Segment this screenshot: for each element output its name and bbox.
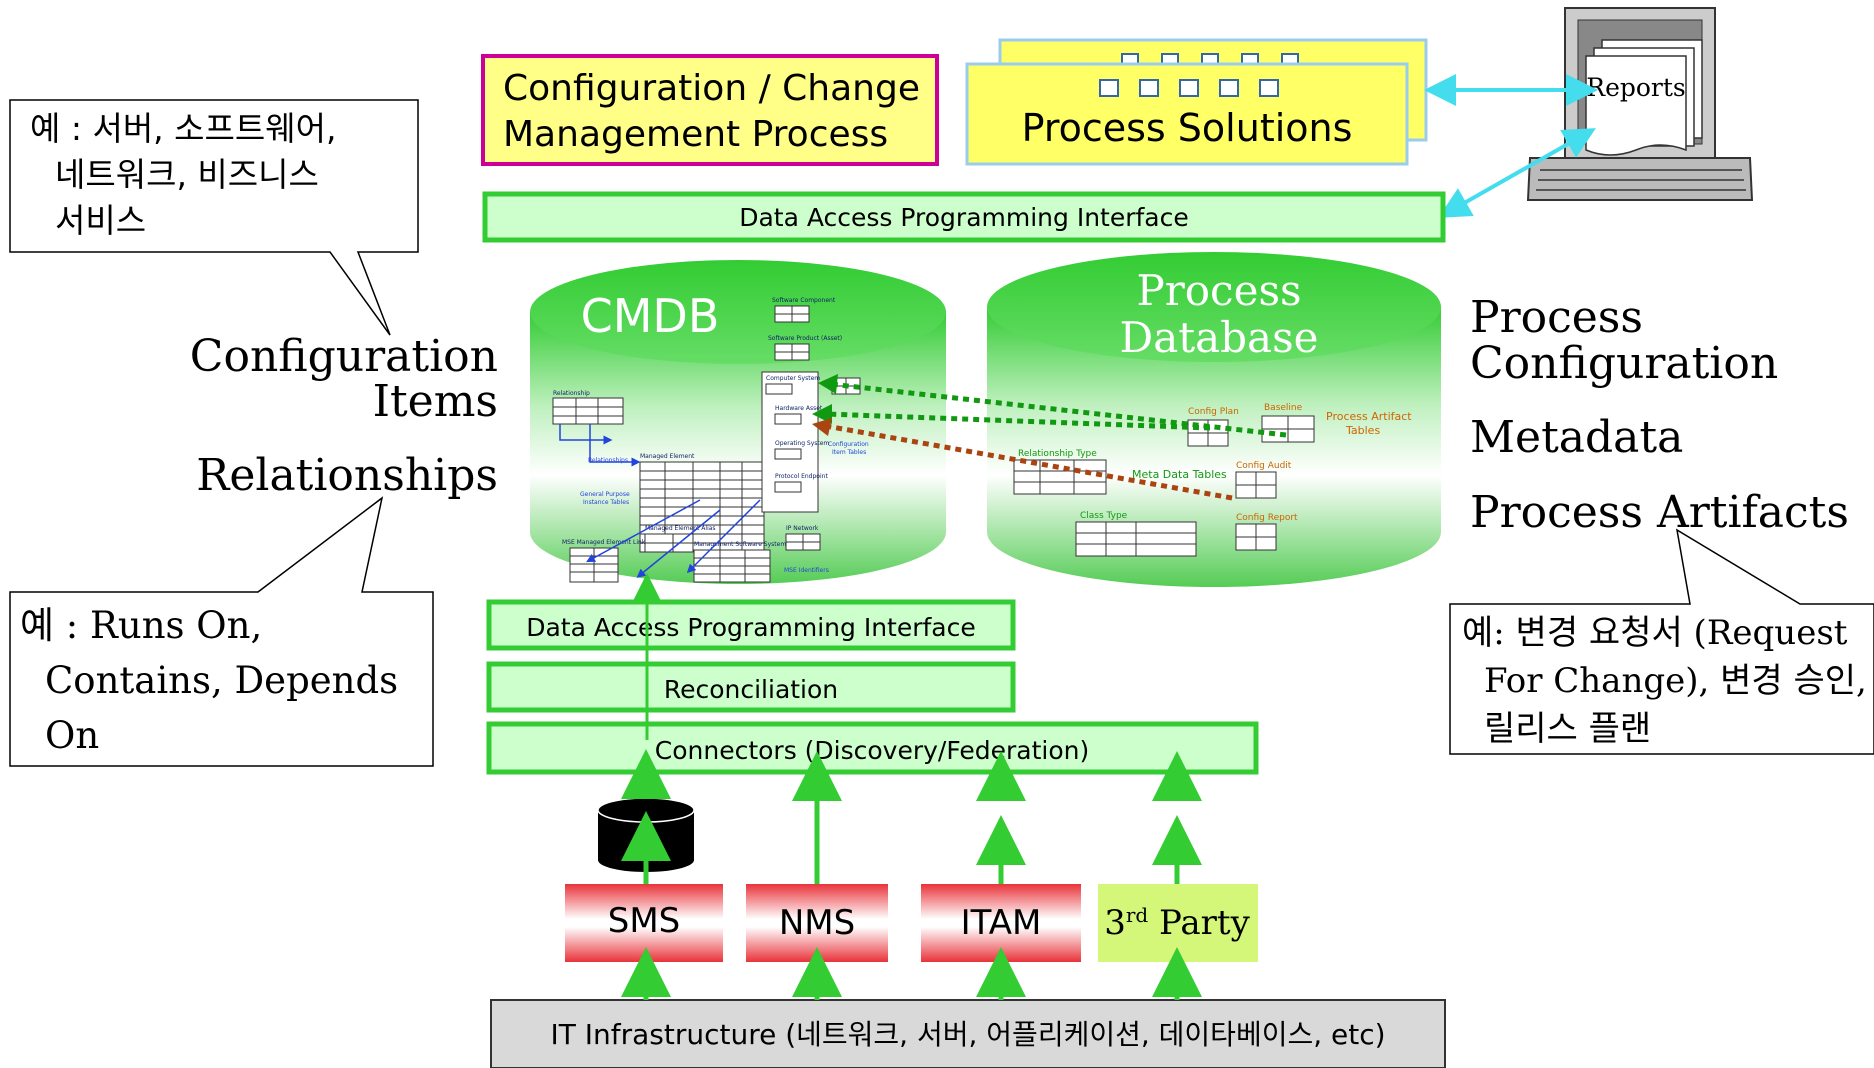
pdb-label: Config Plan [1188, 407, 1239, 417]
label-process-artifacts: Process Artifacts [1470, 487, 1849, 538]
dapi-bottom-label: Data Access Programming Interface [526, 613, 976, 642]
label-metadata: Metadata [1470, 412, 1683, 463]
callout-examples-items: 예 : 서버, 소프트웨어, 네트워크, 비즈니스 서비스 [9, 99, 419, 336]
cmdb-label: Operating System [775, 440, 829, 447]
pdb-label: Config Report [1236, 513, 1298, 523]
cmdb-label: Configuration [828, 441, 869, 448]
callout-examples-relationships: 예 : Runs On, Contains, Depends On [9, 496, 434, 767]
itam-box: ITAM [921, 884, 1081, 962]
third-party-rest: Party [1148, 903, 1250, 943]
window-icon [1099, 79, 1119, 97]
callout-items-line2: 네트워크, 비즈니스 [55, 155, 319, 194]
cmdb-label: Hardware Asset [775, 405, 823, 412]
cmdb-label: MSE Managed Element Link [562, 539, 646, 546]
callout-items-line3: 서비스 [55, 201, 146, 240]
window-icon [1219, 79, 1239, 97]
cmdb-label: Software Product (Asset) [768, 335, 842, 342]
dotted-arrowhead [812, 418, 832, 436]
pdb-label: Meta Data Tables [1132, 468, 1227, 481]
label-process: Process [1470, 292, 1643, 343]
cmdb-label: Instance Tables [583, 499, 629, 506]
process-db-title-line1: Process [1136, 266, 1301, 315]
pdb-label: Process Artifact [1326, 410, 1412, 423]
pdb-label: Relationship Type [1018, 449, 1097, 459]
change-line1: Configuration / Change [503, 68, 920, 109]
nms-label: NMS [779, 903, 855, 943]
pdb-label: Class Type [1080, 511, 1128, 521]
pdb-label: Tables [1345, 424, 1380, 437]
label-relationships: Relationships [196, 450, 498, 501]
callout-rel-line2: Contains, Depends [45, 659, 398, 702]
cmdb-label: Managed Element [640, 453, 695, 460]
upward-arrows [621, 749, 1202, 1000]
nms-box: NMS [746, 884, 888, 962]
callout-items-line1: 예 : 서버, 소프트웨어, [30, 109, 336, 148]
cmdb-label: Management Software System [694, 541, 786, 548]
callout-art-line2: For Change), 변경 승인, [1484, 661, 1867, 701]
pdb-label: Baseline [1264, 403, 1303, 413]
dapi-reports-arrow [1438, 128, 1596, 218]
dapi-top-label: Data Access Programming Interface [739, 203, 1189, 232]
callout-rel-line1: 예 : Runs On, [20, 604, 262, 647]
computer-reports-icon: Reports [1526, 7, 1754, 201]
third-party-box: 3rd Party [1098, 884, 1258, 962]
label-configuration: Configuration [190, 331, 498, 382]
it-infrastructure-label: IT Infrastructure (네트워크, 서버, 어플리케이션, 데이타… [550, 1018, 1385, 1051]
cmdb-label: Item Tables [832, 449, 866, 456]
callout-art-line3: 릴리스 플랜 [1484, 709, 1651, 749]
cmdb-label: Software Component [772, 297, 836, 304]
pdb-label: Config Audit [1236, 461, 1292, 471]
label-items: Items [373, 376, 498, 427]
cmdb-label: MSE Identifiers [784, 567, 829, 574]
connectors-bar: Connectors (Discovery/Federation) [486, 721, 1259, 775]
cmdb-title: CMDB [581, 289, 720, 343]
itam-label: ITAM [961, 903, 1042, 943]
callout-art-line1: 예: 변경 요청서 (Request [1462, 613, 1848, 653]
change-management-box: Configuration / Change Management Proces… [481, 54, 939, 166]
callout-rel-line3: On [45, 714, 99, 757]
cmdb-label: General Purpose [580, 491, 630, 498]
window-icon [1259, 79, 1279, 97]
third-party-superscript: rd [1126, 903, 1149, 927]
callout-examples-artifacts: 예: 변경 요청서 (Request For Change), 변경 승인, 릴… [1449, 528, 1874, 755]
connectors-label: Connectors (Discovery/Federation) [655, 736, 1090, 765]
cmdb-label: Protocol Endpoint [775, 473, 828, 480]
reconciliation-bar: Reconciliation [486, 661, 1016, 713]
label-process-configuration: Configuration [1470, 338, 1778, 389]
cmdb-label: Computer System [766, 375, 820, 382]
svg-text:3rd Party: 3rd Party [1104, 903, 1250, 943]
cmdb-label: IP Network [786, 525, 819, 532]
cmdb-label: Relationships [588, 457, 628, 464]
dotted-arrowhead [812, 404, 832, 424]
it-infrastructure-bar: IT Infrastructure (네트워크, 서버, 어플리케이션, 데이타… [490, 999, 1446, 1068]
dotted-link-arrow [825, 423, 1233, 501]
cmdb-label: Managed Element Alias [645, 525, 716, 532]
dapi-top-bar: Data Access Programming Interface [482, 191, 1446, 243]
process-db-schema: Config Plan Baseline Process Artifact Ta… [1013, 403, 1412, 557]
change-line2: Management Process [503, 114, 888, 155]
sms-box: SMS [565, 884, 723, 962]
dotted-link-arrow [825, 411, 1211, 431]
cmdb-schema: Software Component Software Product (Ass… [552, 297, 869, 583]
reconciliation-label: Reconciliation [664, 675, 838, 704]
process-solutions-stack: Process Solutions [965, 38, 1428, 166]
process-db-title-line2: Database [1120, 313, 1319, 362]
sms-label: SMS [608, 901, 681, 941]
dotted-arrowhead [818, 374, 838, 394]
cmdb-label: Relationship [553, 390, 590, 397]
third-party-number: 3 [1104, 903, 1126, 943]
window-icon [1139, 79, 1159, 97]
reports-label: Reports [1586, 73, 1686, 102]
process-database-cylinder: Process Database [987, 252, 1441, 587]
window-icon [1179, 79, 1199, 97]
dapi-bottom-bar: Data Access Programming Interface [486, 599, 1016, 651]
process-solutions-label: Process Solutions [1022, 106, 1353, 150]
